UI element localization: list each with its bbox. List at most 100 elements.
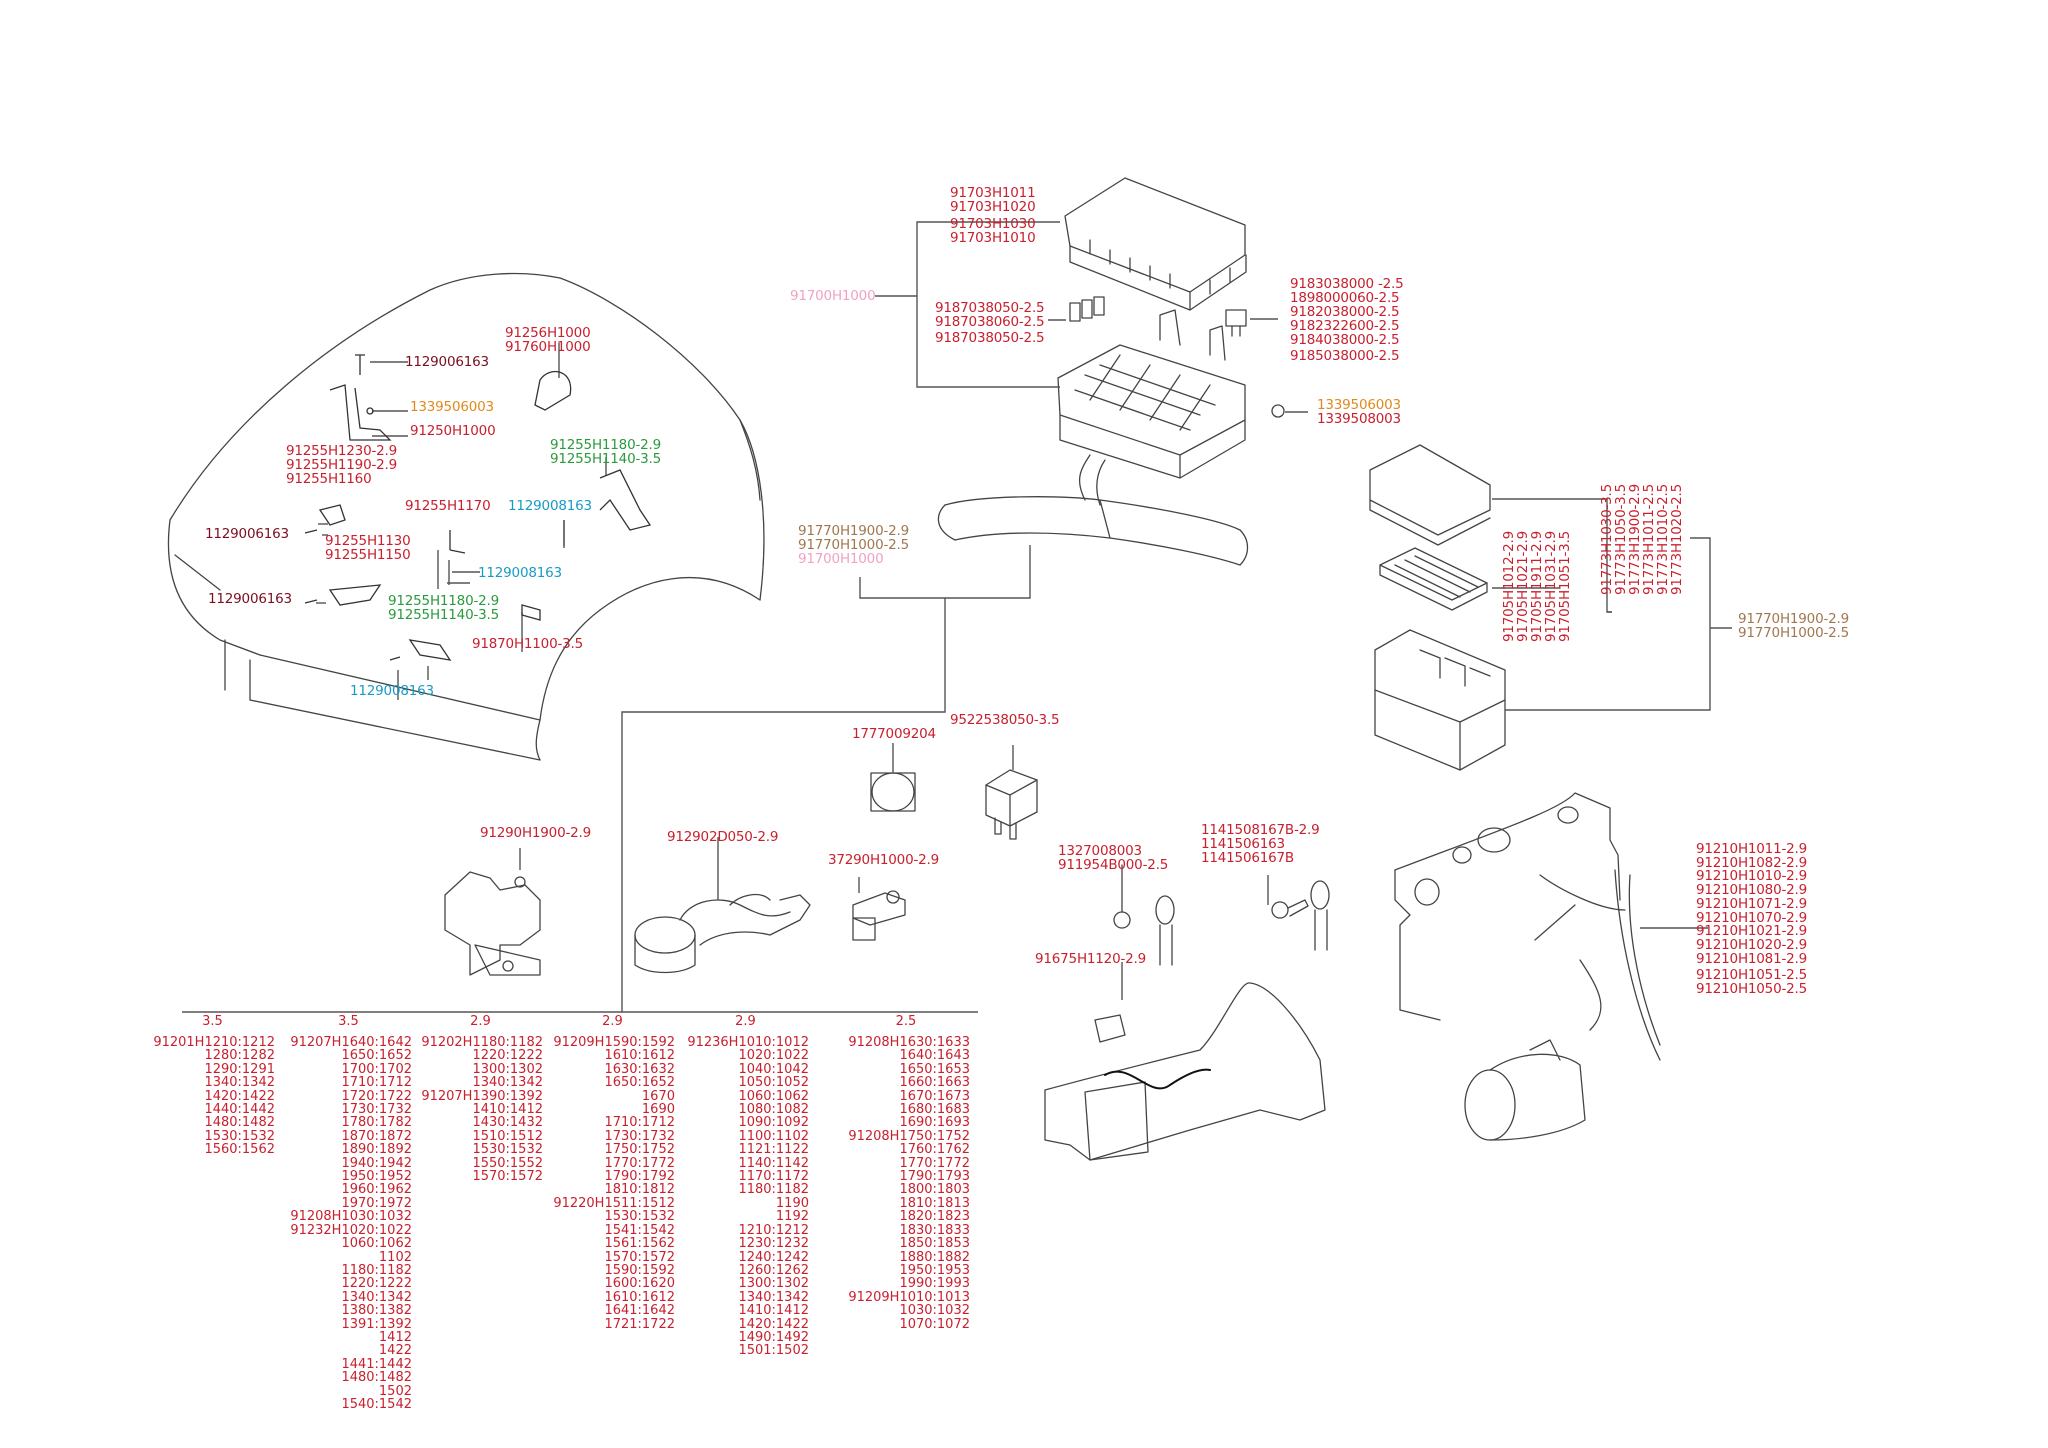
part-number: 91210H1070-2.9 [1696, 909, 1807, 926]
fusebox-assembly-callout: 91700H1000 [790, 288, 876, 304]
part-number-row: 91232H1020:1022 [290, 1222, 412, 1238]
part-number-row: 1420:1422 [738, 1316, 809, 1332]
part-number: 91703H1011 [950, 185, 1036, 201]
part-number: 91255H1190-2.9 [286, 457, 397, 473]
part-number-row: 1790:1793 [899, 1169, 970, 1185]
part-number: 91705H1911-2.9 [1529, 531, 1545, 642]
part-number: 9183038000 -2.5 [1290, 276, 1404, 292]
part-number: 91210H1010-2.9 [1696, 868, 1807, 885]
part-number-row: 1570:1572 [472, 1169, 543, 1185]
fusebox-cover-callout: 91703H1011 91703H1020 91703H1030 91703H1… [950, 185, 1036, 246]
ground-bolt-callout: 1141508167B-2.9 1141506163 1141506167B [1201, 823, 1320, 865]
bolt-left-2-callout: 1129006163 [208, 591, 292, 607]
column-header: 2.9 [602, 1014, 623, 1029]
part-number-row: 1070:1072 [899, 1316, 970, 1332]
column-header: 2.9 [470, 1014, 491, 1029]
part-number-row: 1640:1643 [899, 1048, 970, 1064]
transmission-drawing [1044, 982, 1326, 1161]
part-number-row: 1530:1532 [604, 1209, 675, 1225]
bolt-left-1-callout: 1129006163 [205, 526, 289, 542]
part-number-row: 1060:1062 [738, 1088, 809, 1104]
part-number-row: 1950:1952 [341, 1169, 412, 1185]
part-number: 91703H1010 [950, 230, 1036, 246]
part-number: 91210H1081-2.9 [1696, 950, 1807, 967]
right-fusebox-panel-callout: 91705H1012-2.9 91705H1021-2.9 91705H1911… [1501, 531, 1573, 642]
column-header: 2.9 [735, 1014, 756, 1029]
bracket-lower-callout: 91255H1130 91255H1150 [325, 533, 411, 563]
part-number: 911954B000-2.5 [1058, 857, 1169, 873]
part-number-row: 1102 [378, 1249, 412, 1265]
bracket-main-callout: 91250H1000 [410, 423, 496, 439]
part-number: 9187038060-2.5 [935, 314, 1045, 330]
part-number-row: 1870:1872 [341, 1128, 412, 1144]
right-fusebox-cover-callout: 91773H1030-3.5 91773H1050-3.5 91773H1900… [1599, 484, 1685, 595]
bolt-top-callout: 1129006163 [405, 354, 489, 370]
right-fusebox-base-drawing [1374, 629, 1506, 771]
part-number: 91700H1000 [798, 551, 884, 567]
grommet-drawing [870, 772, 916, 812]
part-number: 91255H1230-2.9 [286, 443, 397, 459]
part-number-row: 1530:1532 [472, 1142, 543, 1158]
part-number-row: 1180:1182 [341, 1262, 412, 1278]
part-number-row: 91209H1590:1592 [553, 1035, 675, 1050]
mini-fuse-callout: 9187038050-2.5 9187038060-2.5 9187038050… [935, 301, 1045, 346]
part-number-row: 1140:1142 [738, 1155, 809, 1171]
part-number: 91255H1160 [286, 471, 372, 487]
part-number-row: 1170:1172 [738, 1169, 809, 1185]
nut-drawing [1271, 404, 1285, 418]
part-number-row: 1690 [641, 1102, 675, 1118]
part-number-row: 91201H1210:1212 [153, 1035, 275, 1050]
part-number: 91760H1000 [505, 339, 591, 355]
battery-terminal-callout: 91290H1900-2.9 [480, 825, 591, 841]
part-number-row: 1040:1042 [738, 1061, 809, 1077]
part-number: 91255H1150 [325, 547, 411, 563]
part-number-row: 1800:1803 [899, 1182, 970, 1198]
harness-tube-drawing [937, 496, 1249, 566]
part-number-row: 1650:1652 [604, 1075, 675, 1091]
transmission-bracket-callout: 91675H1120-2.9 [1035, 951, 1146, 967]
part-number-row: 1440:1442 [204, 1102, 275, 1118]
part-number-row: 1340:1342 [341, 1289, 412, 1305]
part-number: 9187038050-2.5 [935, 330, 1045, 346]
part-number: 91703H1020 [950, 199, 1036, 215]
part-number-row: 1810:1812 [604, 1182, 675, 1198]
part-number-row: 1650:1653 [899, 1061, 970, 1077]
part-number: 91255H1180-2.9 [388, 593, 499, 609]
part-number-row: 1880:1882 [899, 1249, 970, 1265]
part-number-row: 91208H1630:1633 [848, 1035, 970, 1050]
part-number-row: 1770:1772 [899, 1155, 970, 1171]
part-number-row: 1121:1122 [738, 1142, 809, 1158]
part-number-row: 1190 [775, 1195, 809, 1211]
part-number-row: 1561:1562 [604, 1236, 675, 1252]
vehicle-body-outline [167, 272, 765, 761]
part-number-row: 1710:1712 [341, 1075, 412, 1091]
part-number-row: 1412 [378, 1329, 412, 1345]
connector-callout: 91870H1100-3.5 [472, 636, 583, 652]
part-number: 91256H1000 [505, 325, 591, 341]
right-fusebox-cover-drawing [1369, 444, 1491, 546]
part-number-row: 1230:1232 [738, 1236, 809, 1252]
part-number-row: 1810:1813 [899, 1195, 970, 1211]
part-number-row: 1540:1542 [341, 1396, 412, 1412]
part-number-row: 1180:1182 [738, 1182, 809, 1198]
part-number-row: 1192 [775, 1209, 809, 1225]
part-number-row: 1721:1722 [604, 1316, 675, 1332]
part-number-row: 1410:1412 [738, 1303, 809, 1319]
part-number: 91773H1020-2.5 [1669, 484, 1685, 595]
fuse-callout: 9183038000 -2.5 1898000060-2.5 918203800… [1290, 277, 1404, 363]
part-number-row: 1060:1062 [341, 1236, 412, 1252]
part-number: 91255H1130 [325, 533, 411, 549]
fusebox-base-drawing [1057, 309, 1246, 506]
part-number: 91705H1031-2.9 [1543, 531, 1559, 642]
part-number-row: 1380:1382 [341, 1303, 412, 1319]
part-number: 91705H1051-3.5 [1557, 531, 1573, 642]
part-number-row: 1940:1942 [341, 1155, 412, 1171]
nut-top-callout: 1339506003 [410, 399, 494, 415]
ground-bolt-drawing [1271, 880, 1330, 951]
fuse-drawing [1225, 309, 1247, 337]
part-number: 91773H1900-2.9 [1627, 484, 1643, 595]
part-number-row: 1830:1833 [899, 1222, 970, 1238]
part-number: 9182322600-2.5 [1290, 318, 1400, 334]
part-number-row: 1750:1752 [604, 1142, 675, 1158]
